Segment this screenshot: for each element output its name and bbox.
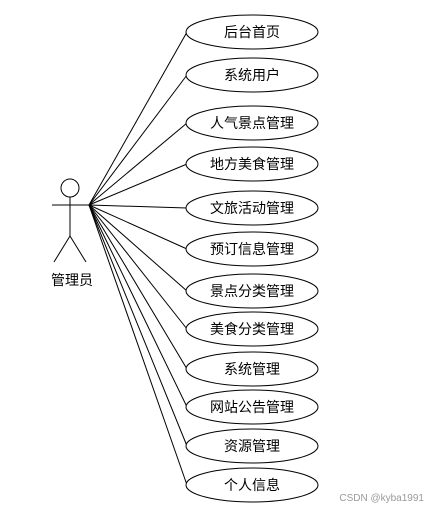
use-case: 景点分类管理 [185,273,319,309]
association-line [88,74,188,206]
use-case-ellipse [185,14,319,50]
use-case-label: 系统管理 [224,362,280,378]
use-case: 后台首页 [185,14,319,50]
use-case-ellipse [185,146,319,182]
use-case-ellipse [185,467,319,503]
use-case-label: 系统用户 [224,67,280,84]
use-case: 预订信息管理 [185,231,319,267]
actor-figure [52,178,89,263]
use-case-list: 后台首页系统用户人气景点管理地方美食管理文旅活动管理预订信息管理景点分类管理美食… [185,14,319,503]
association-line [88,204,188,408]
use-case: 文旅活动管理 [185,190,319,226]
use-case-ellipse [185,105,319,141]
association-line [88,204,188,209]
use-case-ellipse [185,273,319,309]
use-case-ellipse [185,389,319,425]
association-line [88,122,188,206]
use-case: 地方美食管理 [185,146,319,182]
use-case-ellipse [185,351,319,387]
association-line [88,163,188,206]
use-case: 系统用户 [185,57,319,93]
actor-left-leg [53,235,71,263]
association-lines [88,31,188,486]
association-line [88,204,188,330]
watermark: CSDN @kyba1991 [339,493,424,504]
use-case: 美食分类管理 [185,311,319,347]
use-case-label: 美食分类管理 [210,321,294,338]
use-case-ellipse [185,231,319,267]
actor-head [60,178,80,198]
actor-label: 管理员 [51,273,93,289]
use-case-label: 后台首页 [224,25,280,41]
use-case-label: 景点分类管理 [210,284,294,300]
actor-right-leg [69,235,87,263]
use-case-label: 资源管理 [224,439,280,455]
association-line [88,204,188,447]
association-line [88,31,188,206]
use-case-ellipse [185,190,319,226]
use-case-ellipse [185,311,319,347]
association-line [88,204,188,370]
use-case-ellipse [185,57,319,93]
use-case-label: 预订信息管理 [210,241,294,258]
association-line [88,204,188,250]
use-case-label: 文旅活动管理 [210,201,294,217]
use-case: 人气景点管理 [185,105,319,141]
use-case-label: 人气景点管理 [210,116,294,132]
use-case: 系统管理 [185,351,319,387]
association-line [88,204,188,292]
use-case-label: 地方美食管理 [210,156,294,173]
use-case-ellipse [185,428,319,464]
use-case: 网站公告管理 [185,389,319,425]
use-case: 个人信息 [185,467,319,503]
use-case: 资源管理 [185,428,319,464]
use-case-label: 网站公告管理 [210,400,294,416]
association-line [88,204,188,486]
use-case-label: 个人信息 [224,477,280,494]
